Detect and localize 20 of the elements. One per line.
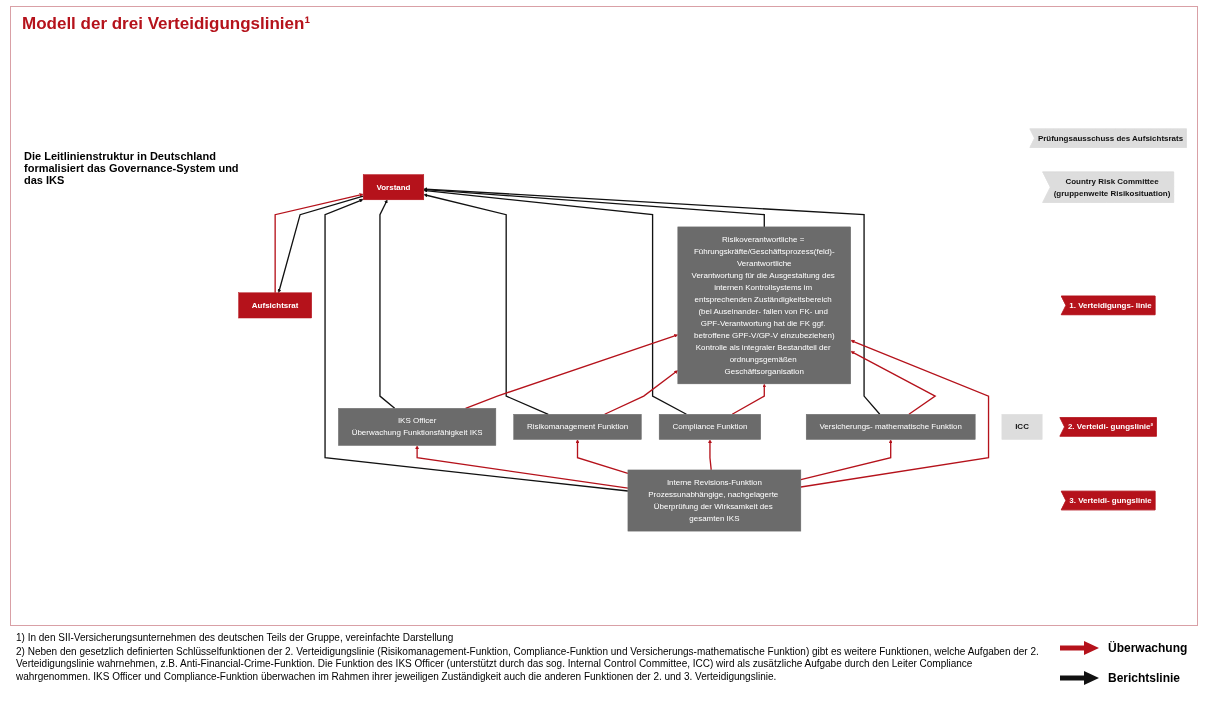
arrow <box>423 188 688 415</box>
legend-label: Berichtslinie <box>1108 671 1181 685</box>
arrow <box>708 439 712 471</box>
arrow <box>604 370 678 415</box>
arrow <box>423 187 881 415</box>
note-text: Die Leitlinienstruktur in Deutschland formalisiert das Governance-System und das IKS <box>24 150 240 186</box>
arrow <box>800 439 893 481</box>
arrow <box>731 383 767 415</box>
arrow <box>575 439 629 475</box>
arrow <box>379 199 396 409</box>
footnote-text: 2) Neben den gesetzlich definierten Schlüsselfunktionen der 2. Verteidigungslinie (Risikomanagement-Funktion, Compliance-Funktion und Versicherungs-mathematische Funktion) gibt es weitere Funktionen, welche Aufgaben der 2. Verteidigungslinie wahrnehmen, z.B. Anti-Financial-Crime-Funktion. Die Funktion des IKS Officer (unterstützt durch das sog. Internal Control Committee, ICC) wird als zusätzliche Aufgabe durch den Leiter Compliance wahrgenommen. IKS Officer und Compliance-Funktion überwachen im Rahmen ihrer jeweiligen Zuständigkeit auch die anderen Funktionen der 2. und 3. Verteidigungslinie. <box>16 645 1040 683</box>
arrow <box>423 193 549 415</box>
footnote-text: 1) In den SII-Versicherungsunternehmen des deutschen Teils der Gruppe, vereinfachte Darstellung <box>16 632 455 645</box>
arrow <box>850 351 937 415</box>
diagram-title: Modell der drei Verteidigungslinien¹ <box>22 14 311 34</box>
legend-label: Überwachung <box>1108 641 1188 655</box>
arrow <box>800 339 990 488</box>
arrow <box>324 198 629 492</box>
arrow <box>415 445 629 489</box>
arrow <box>464 334 678 409</box>
